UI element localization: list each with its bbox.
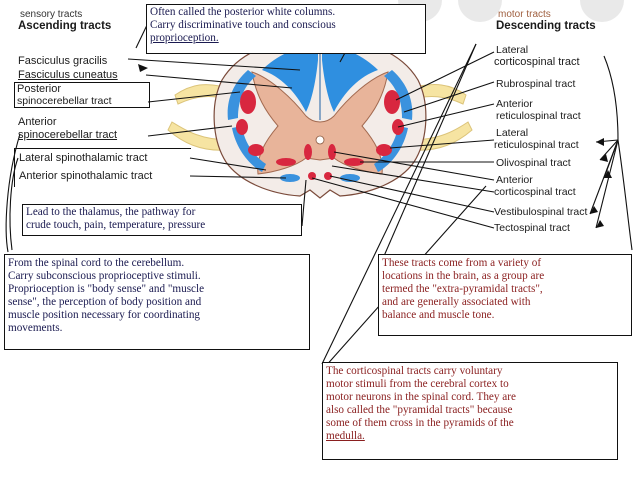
sensory-tracts-label: sensory tracts [20,9,83,20]
label-anterior-cs-1: Anterior [496,174,533,186]
extrapyramidal-line-4: and are generally associated with [382,296,531,308]
cerebellum-box: From the spinal cord to the cerebellum. … [4,254,310,350]
label-lateral-rs-2: reticulospinal tract [494,139,579,151]
label-posterior-2: spinocerebellar tract [17,95,112,107]
posterior-spinocerebellar-group: Posterior spinocerebellar tract [14,82,150,108]
extrapyramidal-line-3: termed the "extra-pyramidal tracts", [382,283,543,295]
descending-tracts-title: Descending tracts [496,20,596,32]
label-anterior-rs-1: Anterior [496,98,533,110]
thalamus-box: Lead to the thalamus, the pathway for cr… [22,204,302,236]
pyramidal-line-6: medulla. [326,430,365,442]
posterior-columns-box: Often called the posterior white columns… [146,4,426,54]
posterior-columns-line-1: Often called the posterior white columns… [150,6,336,18]
label-fasciculus-gracilis: Fasciculus gracilis [18,55,108,67]
label-olivospinal: Olivospinal tract [496,157,571,169]
label-rubrospinal: Rubrospinal tract [496,78,576,90]
pyramidal-line-1: The corticospinal tracts carry voluntary [326,365,503,377]
pyramidal-line-2: motor stimuli from the cerebral cortex t… [326,378,509,390]
thalamus-line-2: crude touch, pain, temperature, pressure [26,219,206,231]
cerebellum-line-6: movements. [8,322,63,334]
pyramidal-line-4: also called the "pyramidal tracts" becau… [326,404,513,416]
cerebellum-line-5: muscle position necessary for coordinati… [8,309,201,321]
pyramidal-line-5: some of them cross in the pyramids of th… [326,417,514,429]
extrapyramidal-line-2: locations in the brain, as a group are [382,270,545,282]
cerebellum-line-3: Proprioception is "body sense" and "musc… [8,283,205,295]
label-anterior-1: Anterior [18,116,57,128]
dorsal-column-left [262,46,318,112]
label-fasciculus-cuneatus: Fasciculus cuneatus [18,69,118,81]
spinothalamic-group: Lateral spinothalamic tract Anterior spi… [14,148,191,187]
label-posterior-1: Posterior [17,83,62,95]
label-lateral-cs-1: Lateral [496,44,529,56]
dorsal-column-right [322,46,378,112]
label-anterior-rs-2: reticulospinal tract [496,110,581,122]
overlay-button-right[interactable] [580,0,624,22]
posterior-columns-line-2: Carry discriminative touch and conscious [150,19,336,31]
extrapyramidal-box: These tracts come from a variety of loca… [378,254,632,336]
thalamus-line-1: Lead to the thalamus, the pathway for [26,206,196,218]
label-anterior-cs-2: corticospinal tract [494,186,576,198]
arrowheads [138,64,612,228]
label-tectospinal: Tectospinal tract [494,222,570,234]
ascending-tracts-title: Ascending tracts [18,20,112,32]
label-anterior-spinothalamic: Anterior spinothalamic tract [19,170,153,182]
label-lateral-cs-2: corticospinal tract [494,56,580,68]
pyramidal-line-3: motor neurons in the spinal cord. They a… [326,391,516,403]
label-lateral-spinothalamic: Lateral spinothalamic tract [19,152,148,164]
extrapyramidal-line-5: balance and muscle tone. [382,309,495,321]
cerebellum-line-1: From the spinal cord to the cerebellum. [8,257,185,269]
label-lateral-rs-1: Lateral [496,127,529,139]
label-anterior-2: spinocerebellar tract [18,129,118,141]
extrapyramidal-line-1: These tracts come from a variety of [382,257,542,269]
label-vestibulospinal: Vestibulospinal tract [494,206,588,218]
pyramidal-box: The corticospinal tracts carry voluntary… [322,362,618,460]
motor-tracts-label: motor tracts [498,9,551,20]
overlay-button-center[interactable] [458,0,502,22]
posterior-columns-line-3: proprioception. [150,32,219,44]
cerebellum-line-2: Carry subconscious proprioceptive stimul… [8,270,201,282]
cerebellum-line-4: sense", the perception of body position … [8,296,202,308]
